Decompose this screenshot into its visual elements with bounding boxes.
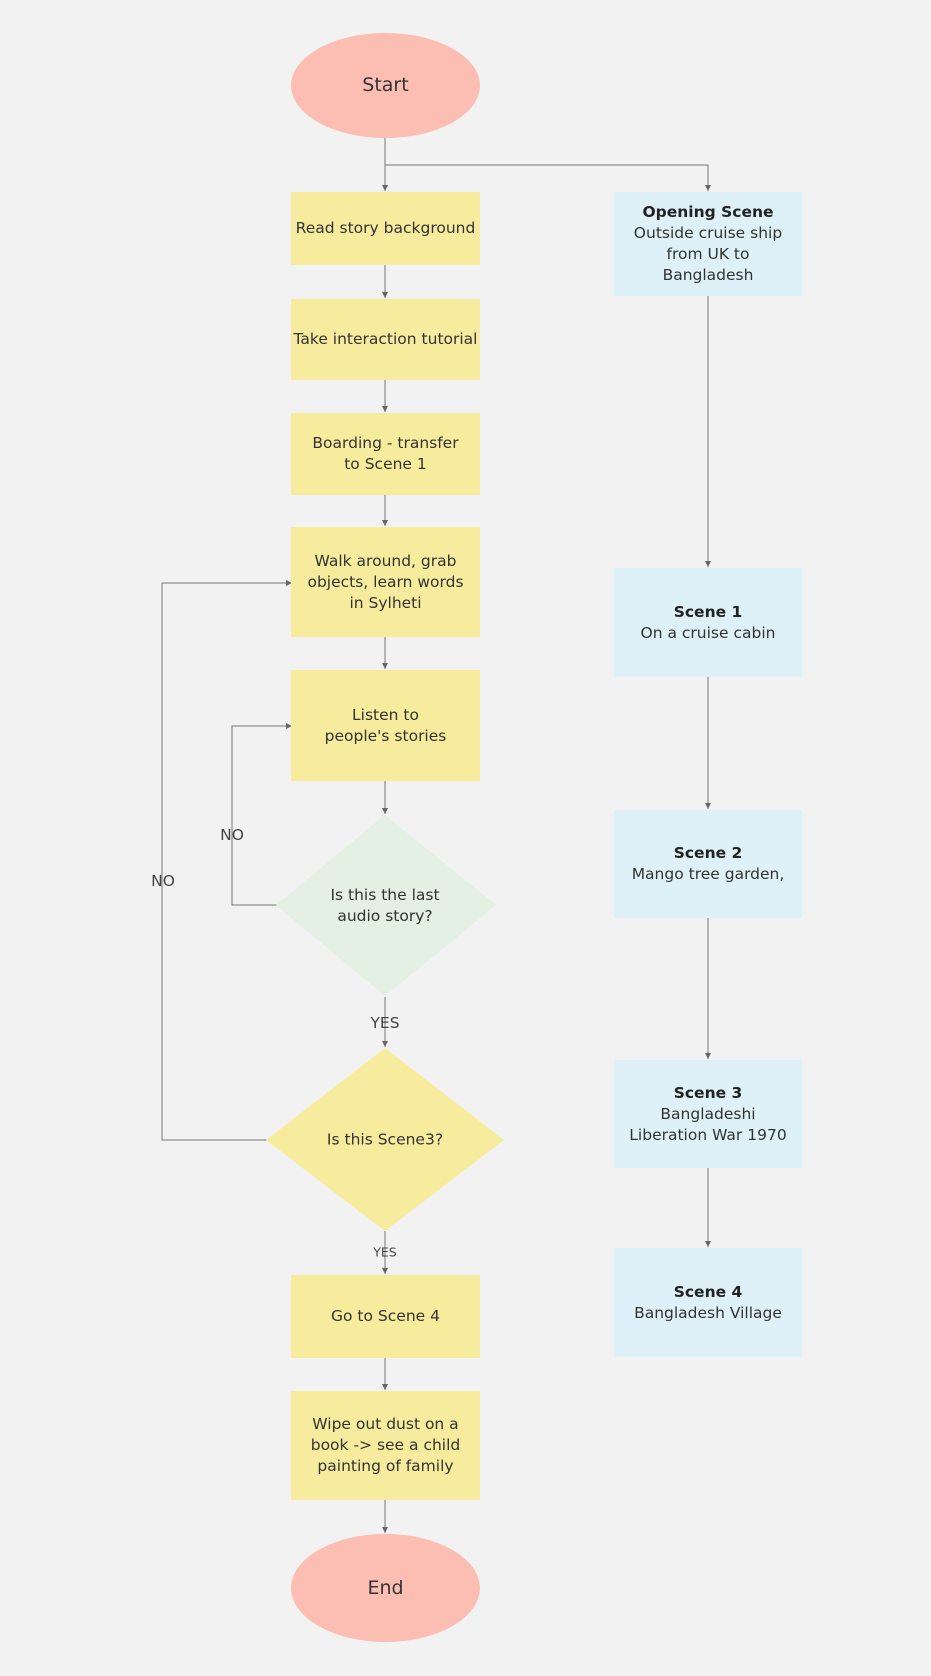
no-label-outer: NO — [151, 872, 175, 890]
boarding-step[interactable]: Boarding - transfer to Scene 1 — [291, 413, 480, 495]
walk-around-step[interactable]: Walk around, grab objects, learn words i… — [291, 527, 480, 637]
decision-last-audio-shape — [276, 815, 496, 996]
scene-desc: On a cruise cabin — [640, 623, 776, 642]
decision-scene3-shape — [266, 1048, 504, 1231]
no-label-inner: NO — [220, 826, 244, 844]
tutorial-step[interactable]: Take interaction tutorial — [291, 299, 480, 380]
scene4-box[interactable]: Scene 4 Bangladesh Village — [614, 1248, 802, 1357]
scene-desc: Outside cruise ship from UK to Banglades… — [633, 224, 783, 284]
scene-title: Opening Scene — [642, 203, 774, 221]
read-story-step[interactable]: Read story background — [291, 192, 480, 265]
connector-start-opening — [385, 164, 711, 191]
scene-title: Scene 1 — [673, 602, 743, 621]
scene-title: Scene 4 — [673, 1282, 743, 1301]
listen-stories-step[interactable]: Listen to people's stories — [291, 670, 480, 781]
scene-desc: Mango tree garden, — [631, 865, 785, 883]
scene2-box[interactable]: Scene 2 Mango tree garden, — [614, 810, 802, 918]
start-terminal[interactable]: Start — [291, 33, 480, 138]
scene1-box[interactable]: Scene 1 On a cruise cabin — [614, 568, 802, 677]
connector-no-outer — [161, 580, 292, 1141]
opening-scene-box[interactable]: Opening Scene Outside cruise ship from U… — [614, 192, 802, 296]
end-terminal[interactable]: End — [291, 1534, 480, 1642]
scene-desc: Bangladeshi Liberation War 1970 — [629, 1104, 787, 1144]
scene-desc: Bangladesh Village — [634, 1303, 782, 1322]
scene-title: Scene 2 — [673, 844, 743, 862]
yes-label-1: YES — [370, 1014, 400, 1032]
decision-scene3-text[interactable]: Is this Scene3? — [326, 1130, 444, 1149]
yes-label-2: YES — [373, 1244, 397, 1260]
connector-no-inner — [231, 723, 292, 906]
go-scene4-step[interactable]: Go to Scene 4 — [291, 1275, 480, 1358]
wipe-dust-step[interactable]: Wipe out dust on a book -> see a child p… — [291, 1391, 480, 1500]
scene-title: Scene 3 — [673, 1083, 743, 1102]
decision-last-audio-text[interactable]: Is this the last audio story? — [330, 886, 440, 925]
scene3-box[interactable]: Scene 3 Bangladeshi Liberation War 1970 — [614, 1060, 802, 1168]
